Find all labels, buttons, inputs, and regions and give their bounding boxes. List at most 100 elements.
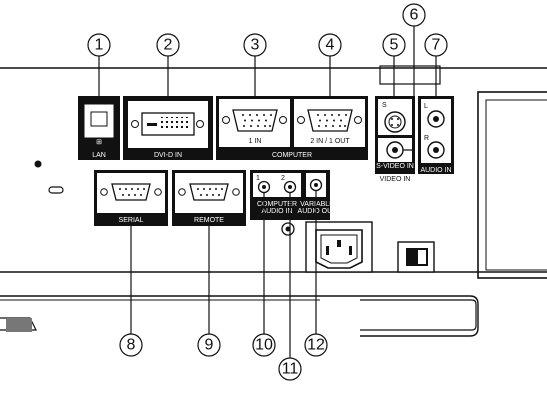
audio-in-label: AUDIO IN	[420, 167, 451, 174]
callout-3: 3	[251, 37, 260, 54]
security-slot	[48, 186, 64, 194]
lan-port-block[interactable]: ⊞ LAN	[78, 96, 120, 160]
variable-audio-out-pin	[314, 183, 318, 187]
callout-8: 8	[127, 337, 136, 354]
ac-pin-right	[349, 246, 352, 255]
remote-screw-right	[232, 188, 240, 196]
indicator-hole	[34, 160, 42, 168]
variable-audio-label-1: VARIABLE	[300, 201, 334, 208]
callout-4-circle	[318, 33, 342, 57]
remote-connector[interactable]	[189, 183, 229, 201]
callout-11-circle	[278, 357, 302, 381]
callout-9-circle	[197, 333, 221, 357]
svideo-jack-inner	[388, 115, 402, 129]
callout-11: 11	[282, 361, 299, 378]
computer-audio-label-2: AUDIO IN	[261, 208, 292, 215]
computer-label: COMPUTER	[272, 152, 312, 159]
serial-port-block[interactable]: SERIAL	[94, 170, 168, 226]
serial-screw-right	[154, 188, 162, 196]
computer-2-screw-right	[354, 116, 362, 124]
vga-pins	[242, 114, 347, 127]
serial-connector[interactable]	[111, 183, 151, 201]
computer-1-screw-left	[222, 116, 230, 124]
variable-audio-label-2: AUDIO OUT	[298, 208, 338, 215]
serial-screw-left	[100, 188, 108, 196]
power-switch-highlight	[418, 250, 426, 264]
callout-4: 4	[326, 37, 335, 54]
video-port-block[interactable]: S S-VIDEO IN VIDEO IN	[375, 96, 415, 183]
svideo-s-letter: S	[382, 102, 387, 109]
callout-12: 12	[307, 337, 325, 354]
lan-label: LAN	[92, 152, 106, 159]
ac-pin-ground	[337, 240, 341, 247]
lan-jack-opening	[90, 111, 108, 127]
callout-10-circle	[252, 333, 276, 357]
dvi-pins	[160, 117, 190, 131]
callout-6-circle	[402, 3, 426, 27]
callout-10: 10	[255, 337, 273, 354]
dvi-screw-left	[131, 120, 139, 128]
vga-pins-1	[242, 114, 272, 127]
computer-1-in-label: 1 IN	[249, 138, 262, 145]
callout-5: 5	[390, 37, 399, 54]
top-bracket	[379, 65, 441, 85]
dvi-blade	[147, 123, 157, 126]
callout-2: 2	[164, 37, 173, 54]
computer-2-screw-left	[297, 116, 305, 124]
computer-2-in-1-out-label: 2 IN / 1 OUT	[310, 138, 350, 145]
callout-5-circle	[382, 33, 406, 57]
ac-pin-left	[326, 246, 329, 255]
computer-1-in-connector[interactable]	[232, 109, 278, 132]
computer-audio-2-number: 2	[281, 175, 285, 182]
computer-audio-in-1-pin	[262, 185, 266, 189]
svideo-label: S-VIDEO IN	[376, 163, 414, 170]
ac-inlet-inner	[320, 234, 358, 264]
chassis	[0, 65, 547, 337]
callout-7-circle	[424, 33, 448, 57]
computer-audio-in-2-pin	[288, 185, 292, 189]
video-rca-pin	[392, 147, 398, 153]
remote-screw-left	[178, 188, 186, 196]
remote-port-block[interactable]: REMOTE	[172, 170, 246, 226]
chassis-bottom-ledge	[0, 295, 479, 337]
small-knob-center	[285, 226, 291, 232]
dvi-screw-right	[196, 120, 204, 128]
callout-2-circle	[156, 33, 180, 57]
audio-r-letter: R	[424, 135, 429, 142]
side-panel-inner	[485, 99, 547, 271]
side-panel-frame	[477, 91, 547, 279]
callout-6: 6	[410, 7, 419, 24]
computer-port-block[interactable]: 1 IN 2 IN / 1 OUT COMPUTER	[216, 96, 368, 160]
callouts	[87, 3, 448, 381]
dvi-port-block[interactable]: DVI-D IN	[123, 96, 213, 160]
remote-label: REMOTE	[194, 217, 224, 224]
computer-2-in-1-out-connector[interactable]	[307, 109, 353, 132]
power-switch[interactable]	[397, 241, 435, 273]
callout-7: 7	[432, 37, 441, 54]
dvi-label: DVI-D IN	[154, 152, 182, 159]
serial-label: SERIAL	[119, 217, 144, 224]
audio-l-letter: L	[424, 103, 428, 110]
ac-inlet[interactable]	[305, 221, 373, 273]
video-in-label: VIDEO IN	[380, 176, 411, 183]
leader-lines	[98, 26, 437, 358]
computer-1-screw-right	[279, 116, 287, 124]
computer-audio-1-number: 1	[256, 175, 260, 182]
vga-pins-2	[317, 114, 347, 127]
callout-1-circle	[87, 33, 111, 57]
audio-r-pin	[433, 147, 439, 153]
serial-pins	[119, 188, 145, 196]
callout-numbers: 1 2 3 4 5 6 7 8 9 10 11 12	[95, 7, 441, 378]
bottom-tab	[360, 299, 477, 331]
ac-inlet-socket[interactable]	[315, 229, 363, 269]
callout-8-circle	[119, 333, 143, 357]
audio-mini-jack-block[interactable]: 1 2 COMPUTER AUDIO IN VARIABLE AUDIO OUT	[250, 170, 337, 220]
audio-in-block[interactable]: L R AUDIO IN	[418, 96, 454, 174]
callout-12-circle	[304, 333, 328, 357]
audio-l-pin	[433, 116, 439, 122]
callout-3-circle	[243, 33, 267, 57]
callout-1: 1	[95, 37, 104, 54]
computer-audio-label-1: COMPUTER	[257, 201, 297, 208]
lan-icon: ⊞	[96, 139, 102, 146]
